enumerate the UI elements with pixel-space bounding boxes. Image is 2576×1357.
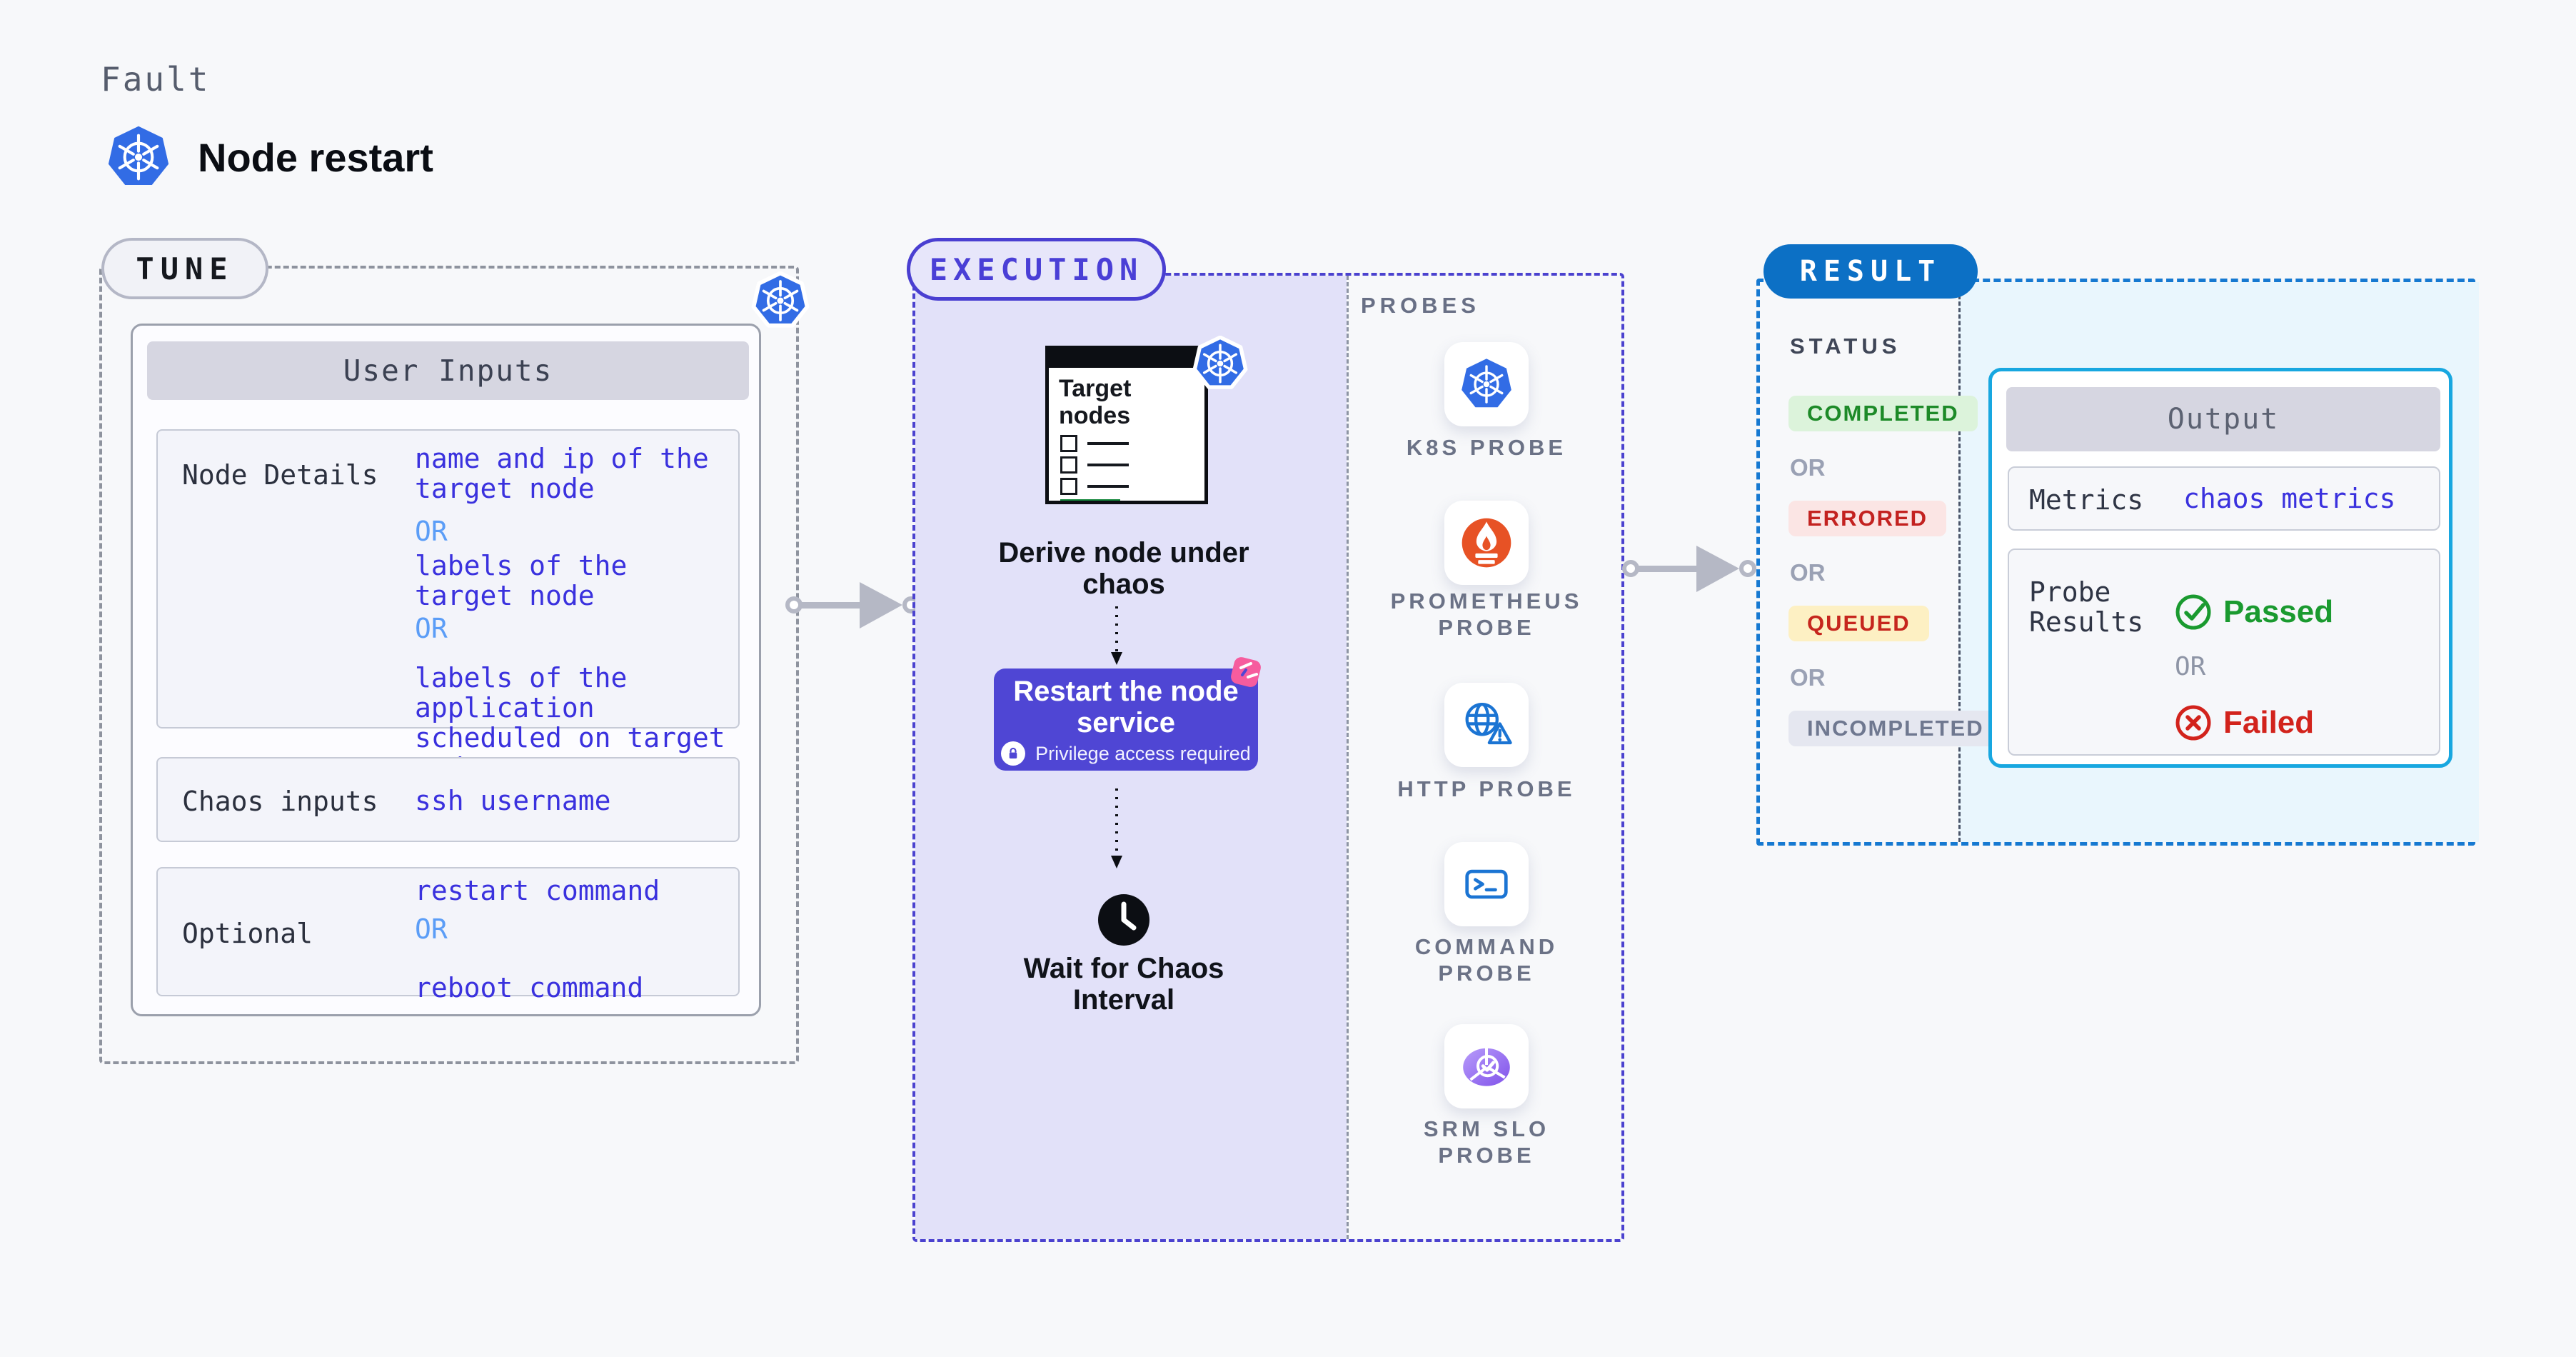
tune-section-box (99, 266, 799, 1064)
kubernetes-icon (751, 271, 810, 330)
user-inputs-panel: User Inputs Node Details name and ip of … (131, 324, 761, 1016)
probe-label: SRM SLO PROBE (1423, 1116, 1550, 1168)
execution-badge: EXECUTION (907, 238, 1166, 301)
status-badge-completed: COMPLETED (1788, 396, 1978, 431)
metrics-label: Metrics (2029, 484, 2144, 516)
lock-icon (1001, 741, 1026, 766)
srm-slo-icon (1463, 1046, 1510, 1086)
or-separator: OR (415, 613, 448, 644)
kubernetes-icon (106, 124, 171, 190)
failed-label: Failed (2223, 705, 2315, 740)
probe-label: COMMAND PROBE (1414, 934, 1559, 986)
or-separator: OR (2175, 652, 2206, 681)
optional-row: Optional restart command OR reboot comma… (156, 867, 740, 1003)
status-badge-queued: QUEUED (1788, 606, 1929, 641)
http-probe-card (1444, 683, 1529, 767)
passed-label: Passed (2223, 594, 2334, 629)
result-section-box: STATUS COMPLETED OR ERRORED OR QUEUED OR… (1756, 279, 2479, 846)
restart-node-service-card: Restart the node service Privilege acces… (994, 657, 1261, 771)
output-panel: Output Metrics chaos metrics Probe Resul… (1988, 368, 2452, 768)
fault-eyebrow: Fault (101, 60, 211, 99)
k8s-probe-card (1444, 342, 1529, 426)
target-card-titlebar (1049, 349, 1204, 368)
restart-card-title: Restart the node service (1013, 676, 1239, 738)
kubernetes-icon (1192, 336, 1248, 391)
privilege-note-row: Privilege access required (994, 741, 1258, 766)
user-inputs-title: User Inputs (147, 341, 749, 400)
target-card-title: Target nodes (1059, 375, 1132, 429)
chaos-inputs-value: ssh username (415, 785, 611, 816)
flow-down-arrow (1111, 606, 1122, 665)
terminal-icon (1465, 869, 1508, 899)
tune-badge: TUNE (101, 238, 268, 299)
command-probe-card (1444, 842, 1529, 926)
wait-chaos-interval-caption: Wait for Chaos Interval (1023, 953, 1224, 1016)
page-title: Node restart (198, 135, 433, 180)
metrics-value: chaos metrics (2183, 483, 2396, 514)
http-globe-warning-icon (1465, 702, 1512, 745)
tune-to-execution-arrow (785, 576, 921, 634)
probe-label: K8S PROBE (1406, 435, 1567, 460)
execution-section-box: Target nodes Derive node under chaos Res… (912, 273, 1624, 1242)
failed-x-icon (2175, 705, 2211, 741)
or-separator: OR (1790, 454, 1826, 481)
node-details-value-2: labels of the target node (415, 550, 628, 611)
chaos-inputs-label: Chaos inputs (182, 786, 378, 817)
output-title: Output (2006, 387, 2440, 451)
optional-value-1: restart command (415, 875, 660, 906)
probe-label: PROMETHEUS PROBE (1390, 589, 1583, 640)
node-checkbox-row (1060, 456, 1129, 474)
probe-label: HTTP PROBE (1397, 776, 1576, 801)
status-output-divider (1958, 282, 1961, 842)
optional-value-2: reboot command (415, 972, 644, 1003)
probe-results-row: Probe Results Passed OR Failed (2008, 549, 2440, 756)
or-separator: OR (1790, 664, 1826, 691)
optional-label: Optional (182, 918, 313, 949)
srm-slo-probe-card (1444, 1024, 1529, 1108)
passed-check-icon (2175, 594, 2211, 630)
privilege-note: Privilege access required (1035, 742, 1251, 764)
prometheus-probe-card (1444, 501, 1529, 585)
node-details-row: Node Details name and ip of the target n… (156, 429, 740, 783)
execution-to-result-arrow (1622, 540, 1758, 597)
chaos-inputs-row: Chaos inputs ssh username (156, 757, 740, 842)
execution-probes-divider (1347, 276, 1349, 1239)
metrics-row: Metrics chaos metrics (2008, 466, 2440, 531)
status-badge-incompleted: INCOMPLETED (1788, 711, 2003, 746)
node-checkbox-row (1060, 478, 1129, 495)
derive-node-caption: Derive node under chaos (998, 537, 1249, 600)
probe-results-label: Probe Results (2029, 576, 2144, 638)
or-separator: OR (415, 516, 448, 547)
status-heading: STATUS (1790, 334, 1901, 359)
or-separator: OR (1790, 559, 1826, 586)
flow-down-arrow (1111, 788, 1122, 868)
clock-icon (1098, 894, 1149, 946)
kubernetes-icon (1460, 357, 1513, 409)
node-details-label: Node Details (182, 459, 378, 491)
or-separator: OR (415, 913, 448, 945)
selection-highlight-bar (1060, 499, 1120, 501)
status-badge-errored: ERRORED (1788, 501, 1947, 536)
node-details-value-1: name and ip of the target node (415, 443, 709, 504)
probes-heading: PROBES (1361, 293, 1480, 318)
node-checkbox-row (1060, 435, 1129, 452)
prometheus-icon (1461, 518, 1511, 568)
chaos-pink-badge-icon (1231, 657, 1261, 687)
target-nodes-card: Target nodes (1045, 346, 1208, 504)
result-badge: RESULT (1764, 244, 1978, 299)
